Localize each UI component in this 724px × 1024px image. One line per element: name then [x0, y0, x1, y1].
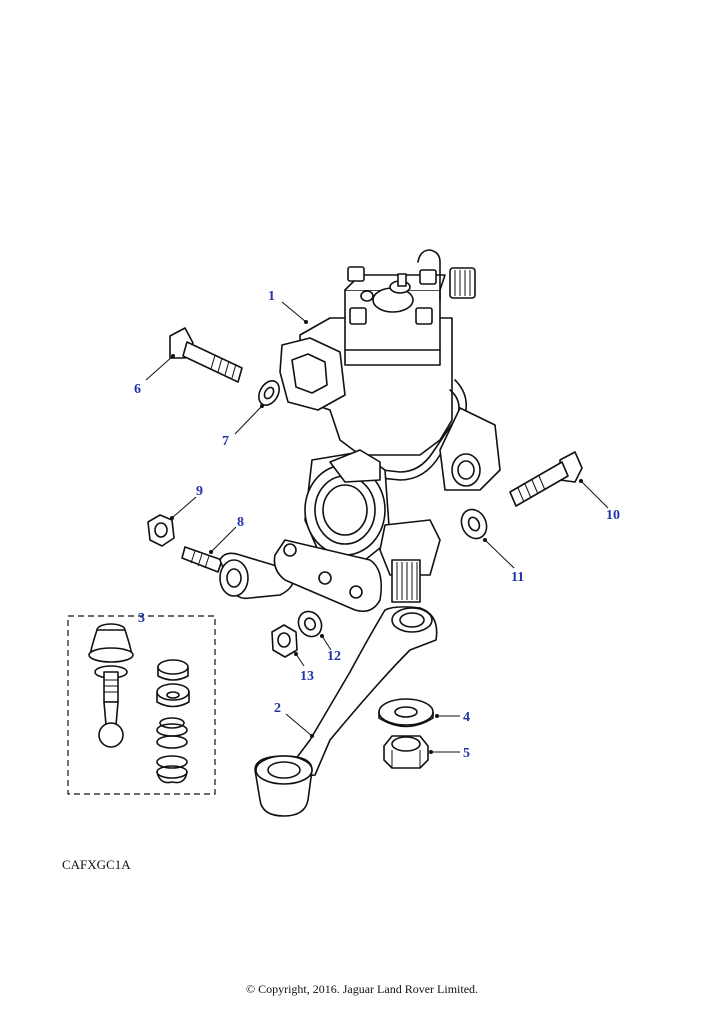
callout-9: 9	[196, 484, 203, 499]
callout-3: 3	[138, 611, 145, 626]
copyright-notice: © Copyright, 2016. Jaguar Land Rover Lim…	[245, 982, 479, 996]
callout-13: 13	[300, 669, 314, 684]
callout-10: 10	[606, 508, 620, 523]
washer-11	[460, 508, 488, 540]
bolt-10	[509, 451, 583, 507]
drop-arm-2	[254, 606, 438, 817]
nut-5	[383, 735, 429, 769]
callout-4: 4	[463, 710, 470, 725]
leader-lines	[145, 301, 609, 754]
washer-4	[378, 698, 434, 728]
steering-box-housing	[279, 249, 501, 603]
callout-8: 8	[237, 515, 244, 530]
nut-9	[147, 514, 175, 547]
callouts: 1 2 3 4 5 6 7 8 9 10 11 12 13	[134, 289, 620, 761]
callout-12: 12	[327, 649, 341, 664]
nut-13	[271, 624, 298, 658]
callout-7: 7	[222, 434, 229, 449]
callout-2: 2	[274, 701, 281, 716]
ball-joint-kit-3	[67, 615, 216, 795]
callout-5: 5	[463, 746, 470, 761]
callout-1: 1	[268, 289, 275, 304]
callout-6: 6	[134, 382, 141, 397]
long-bolt-6	[169, 327, 243, 383]
drag-link-arm-8	[181, 539, 383, 613]
washer-12	[297, 610, 323, 638]
washer-7	[258, 380, 280, 406]
figure-code: CAFXGC1A	[62, 857, 131, 872]
callout-11: 11	[511, 570, 524, 585]
